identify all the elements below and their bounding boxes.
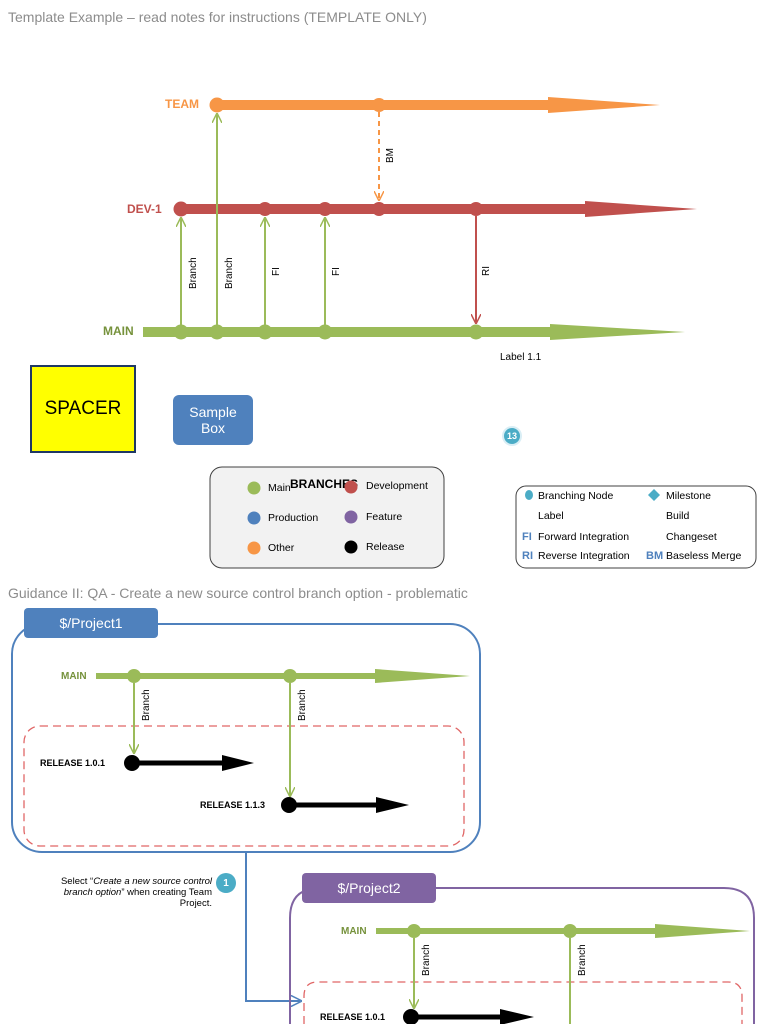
legend-changeset: Changeset — [666, 531, 717, 543]
note-emphasis: Create a new source control branch optio… — [63, 876, 212, 898]
project1-release-a-node — [124, 755, 140, 771]
legend-label: Label — [538, 510, 564, 522]
project1-release-area — [23, 725, 465, 847]
note-prefix: Select “ — [60, 876, 94, 887]
main-node-2 — [209, 324, 225, 340]
legend-release-label: Release — [366, 541, 405, 553]
sample-box: Sample Box — [173, 395, 253, 445]
project1-branch-label-1: Branch — [141, 689, 152, 721]
legend-development-label: Development — [366, 480, 428, 492]
dev-fi-node-2 — [318, 202, 332, 216]
dev-bm-node — [372, 202, 386, 216]
project2-main-node-1 — [407, 924, 421, 938]
project-link-connector — [245, 852, 300, 1001]
legend-branches-title: BRANCHES — [290, 477, 358, 491]
legend-main-label: Main — [268, 482, 291, 494]
dev-fi-node-1 — [258, 202, 272, 216]
project2-main-node-2 — [563, 924, 577, 938]
project2-branch-label-1: Branch — [421, 944, 432, 976]
project1-main-node-1 — [127, 669, 141, 683]
note-suffix: ” when creating Team Project. — [121, 887, 212, 909]
label-1-1: Label 1.1 — [500, 352, 542, 363]
legend-feature-label: Feature — [366, 511, 402, 523]
step-badge-1: 1 — [216, 873, 236, 893]
legend-bm-abbr: BM — [646, 550, 663, 562]
project1-release-b-label: RELEASE 1.1.3 — [200, 800, 265, 810]
main-node-1 — [173, 324, 189, 340]
main-branch — [143, 324, 685, 340]
legend-reverse-integration: Reverse Integration — [538, 550, 630, 562]
legend-branching-node: Branching Node — [538, 490, 613, 502]
milestone-icon — [648, 489, 660, 501]
project2-release-area — [303, 981, 743, 1024]
project2-branch-label-2: Branch — [577, 944, 588, 976]
sample-box-label: Sample Box — [189, 404, 237, 436]
legend-release-dot — [344, 540, 358, 554]
team-branch-label: TEAM — [165, 97, 199, 111]
project2-tab: $/Project2 — [302, 873, 436, 903]
instruction-note: Select “Create a new source control bran… — [36, 876, 212, 909]
page-title: Template Example – read notes for instru… — [8, 9, 427, 25]
branch-label-1: Branch — [188, 257, 199, 289]
legend-other-label: Other — [268, 542, 295, 554]
spacer-box: SPACER — [30, 365, 136, 453]
legend-production-dot — [247, 511, 261, 525]
project1-container — [11, 623, 481, 853]
legend-feature-dot — [344, 510, 358, 524]
step-badge-13: 13 — [502, 426, 522, 446]
guidance-heading: Guidance II: QA - Create a new source co… — [8, 585, 468, 601]
legend-milestone: Milestone — [666, 490, 711, 502]
legend-production-label: Production — [268, 512, 318, 524]
branches-legend: Main BRANCHES Development Production Fea… — [209, 466, 445, 569]
project2-release-a-node — [403, 1009, 419, 1024]
project1-release-a-label: RELEASE 1.0.1 — [40, 758, 105, 768]
project1-release-b-node — [281, 797, 297, 813]
project2-main-label: MAIN — [341, 926, 367, 937]
team-branch-node — [209, 97, 225, 113]
legend-main-dot — [247, 481, 261, 495]
dev-branch-label: DEV-1 — [127, 202, 162, 216]
project1-main-node-2 — [283, 669, 297, 683]
legend-ri-abbr: RI — [522, 550, 533, 562]
ri-label: RI — [481, 266, 492, 276]
dev-branch — [173, 201, 697, 217]
branching-node-icon — [525, 490, 533, 500]
main-branch-label: MAIN — [103, 324, 134, 338]
project1-main-label: MAIN — [61, 671, 87, 682]
dev-branch-node — [173, 201, 189, 217]
legend-baseless-merge: Baseless Merge — [666, 550, 741, 562]
symbols-legend: Branching Node Milestone Label Build FI … — [515, 485, 757, 569]
legend-fi-abbr: FI — [522, 531, 532, 543]
project1-tab: $/Project1 — [24, 608, 158, 638]
dev-ri-node — [469, 202, 483, 216]
project2-container — [289, 887, 755, 1024]
team-branch — [209, 97, 660, 113]
fi-label-2: FI — [331, 267, 342, 276]
main-node-3 — [257, 324, 273, 340]
main-node-5 — [468, 324, 484, 340]
legend-build: Build — [666, 510, 690, 522]
fi-label-1: FI — [271, 267, 282, 276]
legend-development-dot — [344, 480, 358, 494]
legend-other-dot — [247, 541, 261, 555]
bm-label: BM — [385, 148, 396, 163]
main-node-4 — [317, 324, 333, 340]
branch-label-2: Branch — [224, 257, 235, 289]
team-changeset-node — [372, 98, 386, 112]
legend-forward-integration: Forward Integration — [538, 531, 629, 543]
project2-release-a-label: RELEASE 1.0.1 — [320, 1012, 385, 1022]
project1-branch-label-2: Branch — [297, 689, 308, 721]
